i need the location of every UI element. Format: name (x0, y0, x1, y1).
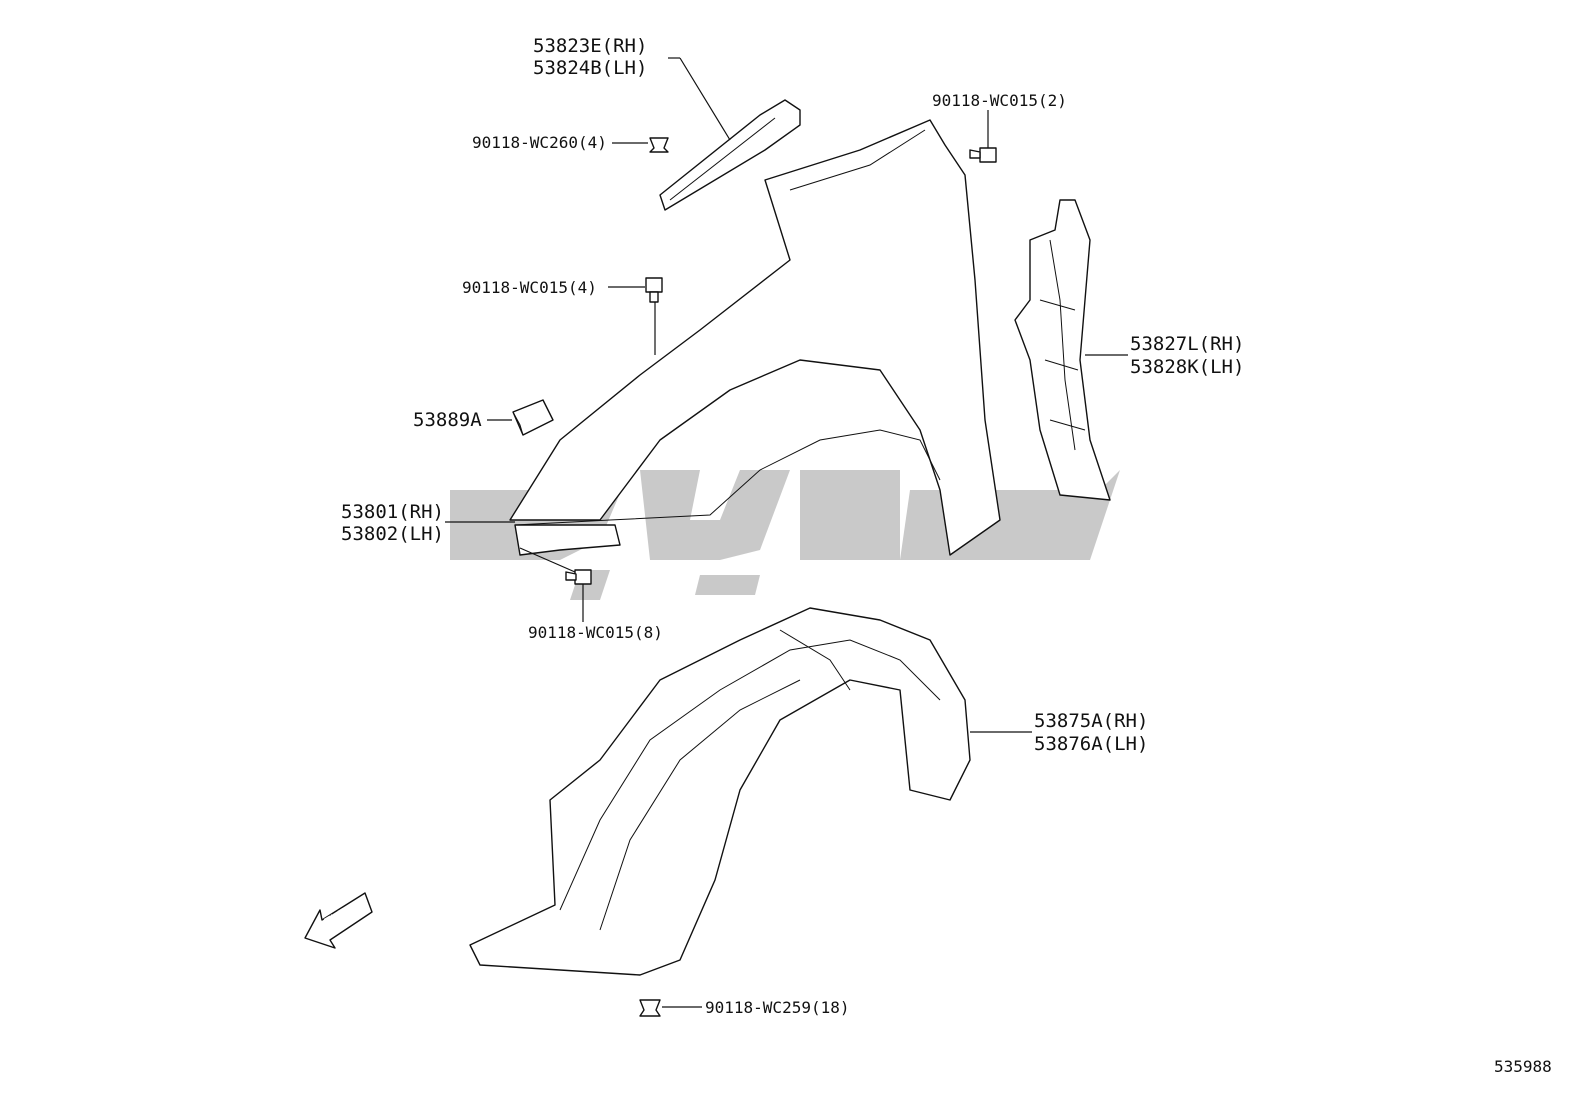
label-pad: 53889A (413, 409, 482, 431)
label-liner-rh: 53875A(RH) (1034, 710, 1148, 732)
label-fender-rh: 53801(RH) (341, 501, 444, 523)
clip-wc259-icon (639, 999, 661, 1017)
label-trim-lh: 53824B(LH) (533, 57, 647, 79)
rear-seal-part (1014, 199, 1111, 501)
figure-id: 535988 (1494, 1057, 1552, 1076)
fender-part (509, 119, 1001, 556)
fender-trim-part (659, 99, 801, 211)
leader-trim-2 (679, 57, 731, 141)
label-clip-wc259: 90118-WC259(18) (705, 998, 850, 1017)
label-bolt-front: 90118-WC015(8) (528, 623, 663, 642)
clip-wc260-icon (649, 137, 669, 153)
label-bolt-upper: 90118-WC015(4) (462, 278, 597, 297)
label-bolt-top-right: 90118-WC015(2) (932, 91, 1067, 110)
leader-bolt-front-2 (519, 547, 576, 573)
bolt-front-icon (565, 569, 592, 585)
label-seal-rh: 53827L(RH) (1130, 333, 1244, 355)
label-trim-rh: 53823E(RH) (533, 35, 647, 57)
label-liner-lh: 53876A(LH) (1034, 733, 1148, 755)
fwd-arrow-icon: FWD (304, 892, 373, 949)
liner-part (469, 607, 971, 976)
label-fender-lh: 53802(LH) (341, 523, 444, 545)
label-seal-lh: 53828K(LH) (1130, 356, 1244, 378)
bolt-upper-icon (645, 277, 663, 303)
bolt-top-right-icon (969, 147, 997, 163)
pad-part (512, 399, 554, 436)
label-clip-wc260: 90118-WC260(4) (472, 133, 607, 152)
